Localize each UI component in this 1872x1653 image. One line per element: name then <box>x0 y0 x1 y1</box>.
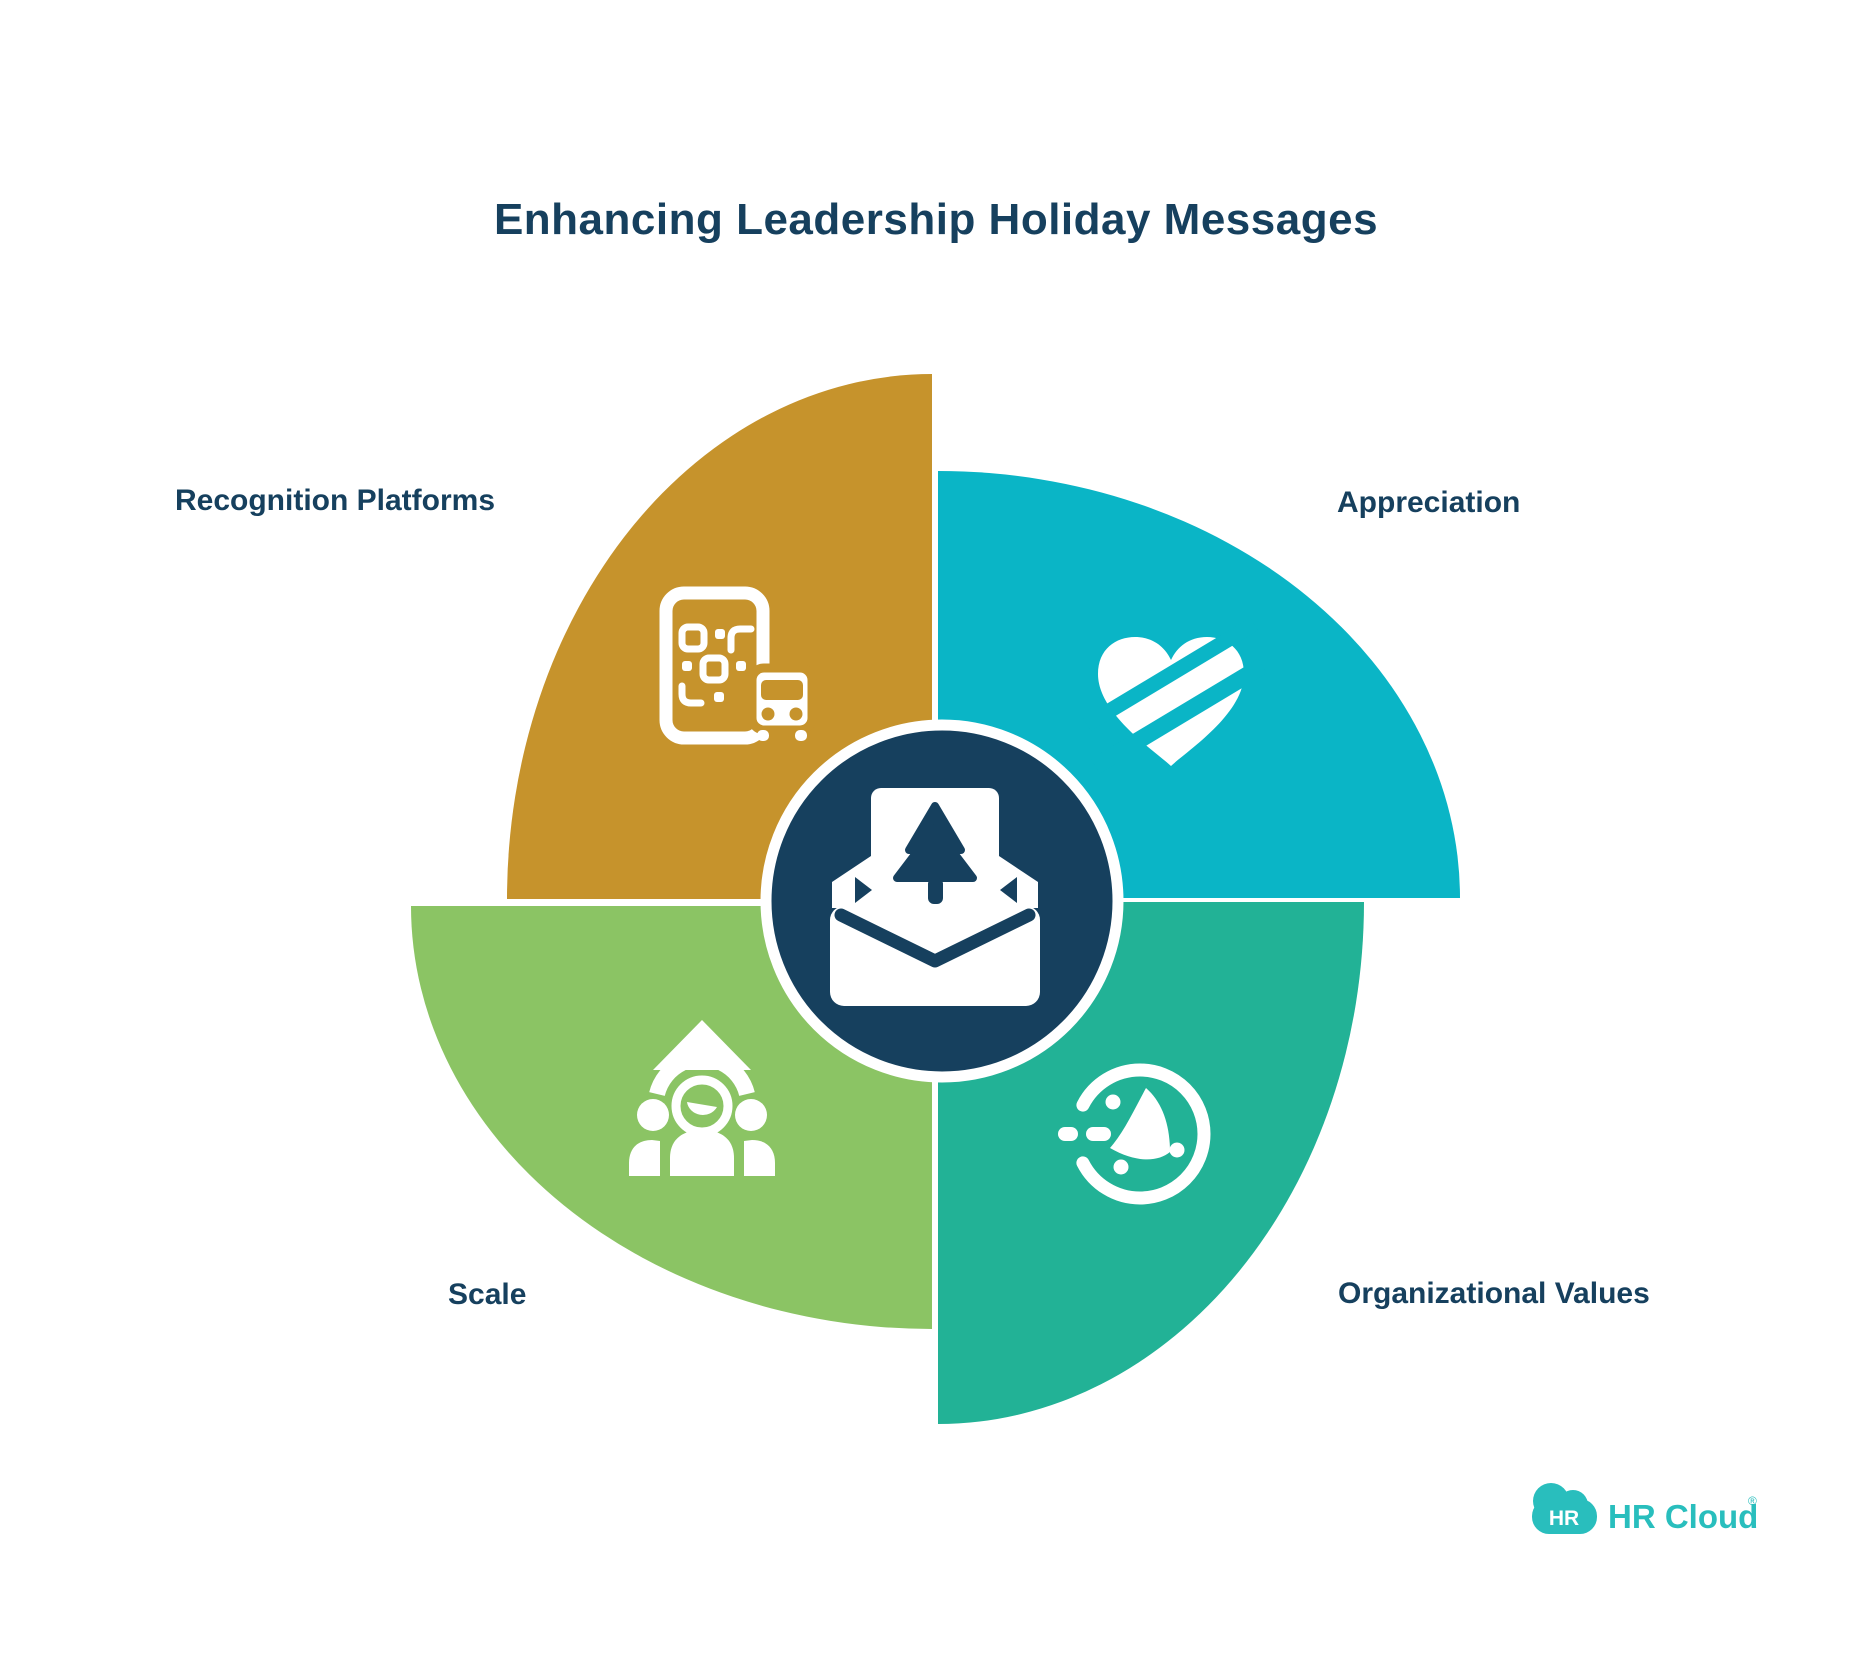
logo-registered-mark: ® <box>1748 1494 1757 1508</box>
logo-badge-text: HR <box>1549 1507 1579 1530</box>
qr-phone-bus-icon <box>659 586 817 745</box>
page-title: Enhancing Leadership Holiday Messages <box>493 195 1379 245</box>
center-badge <box>760 719 1124 1083</box>
holiday-bell-icon <box>1058 1063 1211 1205</box>
label-recognition-platforms: Recognition Platforms <box>175 484 496 517</box>
layered-heart-icon <box>1083 617 1267 774</box>
people-growth-icon <box>629 1020 775 1176</box>
label-appreciation: Appreciation <box>1337 486 1521 519</box>
christmas-tree-glyph <box>893 802 977 904</box>
holiday-envelope-icon <box>830 788 1040 1006</box>
hr-cloud-logo: HR HR Cloud ® <box>1532 1483 1758 1535</box>
bus-icon <box>747 663 817 741</box>
label-scale: Scale <box>448 1278 527 1311</box>
cloud-icon: HR <box>1532 1483 1597 1534</box>
label-organizational-values: Organizational Values <box>1338 1277 1650 1310</box>
logo-brand-text: HR Cloud <box>1608 1498 1758 1535</box>
